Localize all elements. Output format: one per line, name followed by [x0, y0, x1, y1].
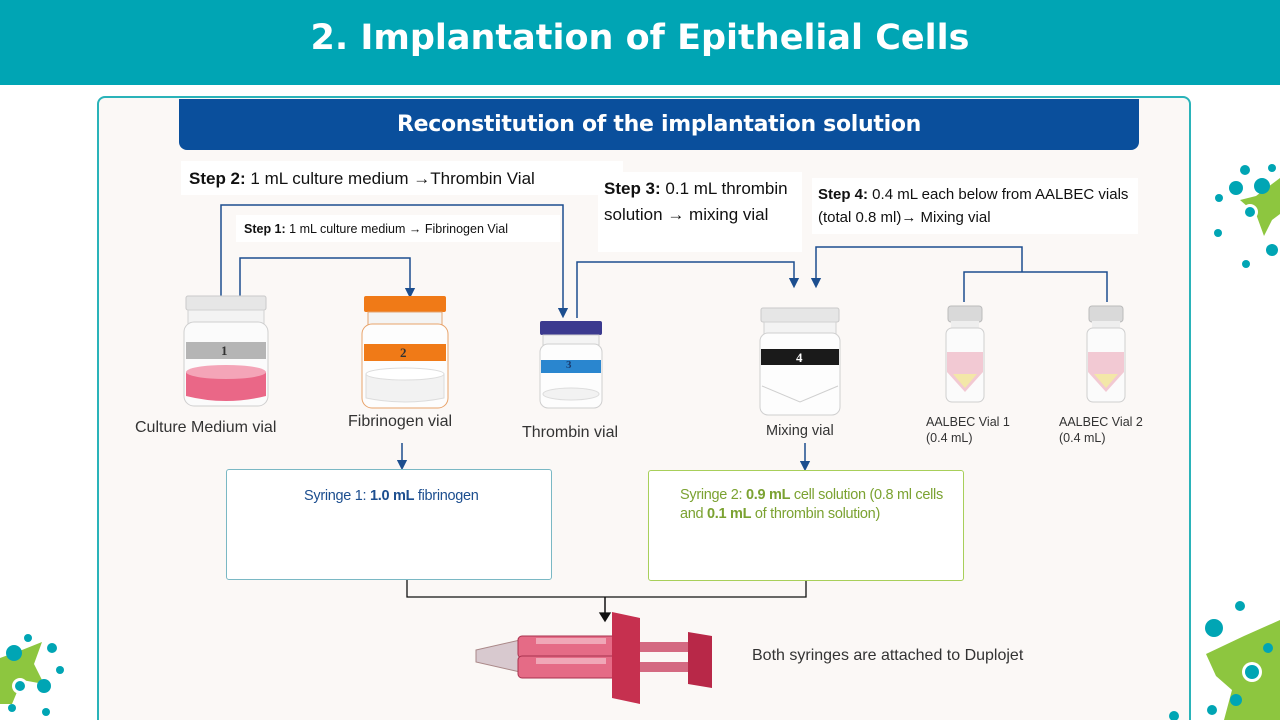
syringe-2-caption: Syringe 2: 0.9 mL cell solution (0.8 ml …: [680, 487, 943, 522]
syringe-1-caption: Syringe 1: 1.0 mL fibrinogen: [304, 488, 479, 504]
step-1-note: Step 1: 1 mL culture medium → Fibrinogen…: [236, 215, 560, 242]
molecule-decoration-right-bottom: [1169, 601, 1280, 720]
thrombin-vial: [539, 321, 603, 409]
step4-bracket: [963, 271, 1108, 302]
fibrinogen-vial-label: Fibrinogen vial: [348, 413, 453, 430]
syringe-2-box: [648, 470, 964, 581]
step-4-note: Step 4: 0.4 mL each below from AALBEC vi…: [812, 178, 1138, 234]
aalbec-vial-1-volume: (0.4 mL): [926, 431, 973, 445]
step-2-label: Step 2:: [189, 169, 246, 188]
vial-3-number: 3: [566, 359, 572, 371]
thrombin-vial-label: Thrombin vial: [522, 424, 619, 441]
fibrinogen-vial: [361, 296, 449, 409]
step-1-label: Step 1:: [244, 222, 286, 236]
mixing-vial: [759, 307, 841, 416]
vial-4-number: 4: [796, 350, 803, 365]
aalbec-vial-1-label: AALBEC Vial 1 (0.4 mL): [926, 414, 1036, 446]
connector-lines: [220, 204, 1108, 472]
aalbec-vial-1: [945, 305, 985, 403]
aalbec-vial-2-label: AALBEC Vial 2 (0.4 mL): [1059, 414, 1169, 446]
step3-connector: [576, 261, 800, 318]
step-3-note: Step 3: 0.1 mL thrombin solution → mixin…: [598, 172, 802, 252]
culture-medium-vial-label: Culture Medium vial: [135, 419, 277, 436]
vial-2-number: 2: [400, 345, 407, 360]
molecule-decoration-right-top: [1214, 164, 1280, 268]
syringe-join-lines: [406, 580, 807, 623]
title-bar: [0, 0, 1280, 85]
molecule-decoration-left-bottom: [0, 634, 64, 716]
step-2-note: Step 2: 1 mL culture medium →Thrombin Vi…: [181, 161, 623, 195]
duplojet-image: [475, 612, 712, 704]
step-3-label: Step 3:: [604, 179, 661, 198]
duplojet-caption: Both syringes are attached to Duplojet: [752, 647, 1024, 664]
section-banner: [179, 99, 1139, 150]
step-1-text: 1 mL culture medium → Fibrinogen Vial: [285, 222, 509, 236]
syringe-1-box: [226, 469, 552, 580]
step-4-text: 0.4 mL each below from AALBEC vials (tot…: [818, 186, 1129, 226]
step1-connector: [239, 257, 416, 299]
section-banner-text: Reconstitution of the implantation solut…: [396, 112, 922, 137]
aalbec-vial-1-name: AALBEC Vial 1: [926, 415, 1010, 429]
step-2-text: 1 mL culture medium →Thrombin Vial: [245, 169, 535, 188]
aalbec-vial-2: [1086, 305, 1126, 403]
step-3-text: 0.1 mL thrombin solution → mixing vial: [604, 179, 788, 224]
step4-connector: [810, 246, 1023, 289]
aalbec-vial-2-volume: (0.4 mL): [1059, 431, 1106, 445]
step-4-label: Step 4:: [818, 186, 869, 203]
culture-medium-vial: [183, 295, 269, 407]
slide-title: 2. Implantation of Epithelial Cells: [310, 18, 970, 58]
aalbec-vial-2-name: AALBEC Vial 2: [1059, 415, 1143, 429]
vial-1-number: 1: [221, 343, 228, 358]
step2-connector: [220, 204, 569, 319]
mixing-vial-label: Mixing vial: [766, 423, 834, 439]
